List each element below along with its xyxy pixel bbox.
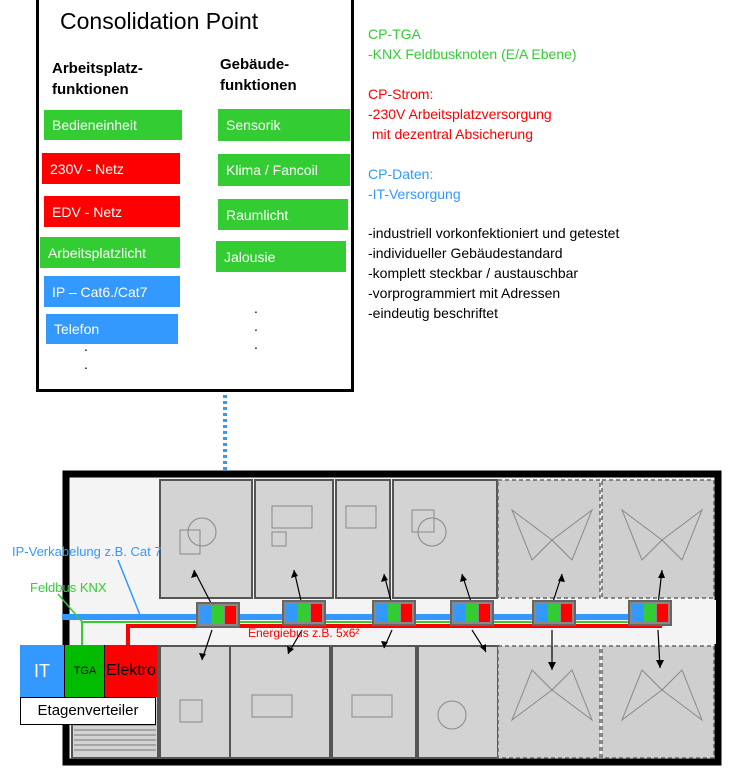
- continuation-dot: .: [254, 300, 258, 316]
- note-strom-title: CP-Strom:: [368, 86, 434, 102]
- ip-cabling-label: IP-Verkabelung z.B. Cat 7: [12, 544, 162, 559]
- note-daten-title: CP-Daten:: [368, 166, 434, 182]
- function-box-bedieneinheit: Bedieneinheit: [44, 110, 182, 140]
- consolidation-point-unit: [450, 600, 494, 626]
- function-box-telefon: Telefon: [46, 314, 178, 344]
- right-heading-line2: funktionen: [220, 77, 297, 94]
- left-heading-line1: Arbeitsplatz-: [52, 60, 143, 77]
- elektro-cabinet: Elektro: [104, 645, 157, 697]
- note-daten: CP-Daten: -IT-Versorgung: [368, 164, 461, 204]
- note-strom-line1: -230V Arbeitsplatzversorgung: [368, 106, 552, 122]
- function-box-edv: EDV - Netz: [44, 196, 180, 227]
- function-box-ip: IP – Cat6./Cat7: [44, 276, 180, 307]
- function-box-klima: Klima / Fancoil: [218, 154, 350, 186]
- function-box-raumlicht: Raumlicht: [218, 199, 348, 230]
- note-tga-title: CP-TGA: [368, 26, 421, 42]
- note-tga: CP-TGA -KNX Feldbusknoten (E/A Ebene): [368, 24, 577, 64]
- function-box-arbeitsplatzlicht: Arbeitsplatzlicht: [40, 237, 180, 268]
- function-box-230v: 230V - Netz: [42, 153, 180, 184]
- energy-bus-label: Energiebus z.B. 5x6²: [248, 626, 360, 640]
- note-feature-item: -vorprogrammiert mit Adressen: [368, 285, 561, 301]
- knx-bus-label: Feldbus KNX: [30, 580, 107, 595]
- consolidation-point-unit: [372, 600, 416, 626]
- note-feature-item: -individueller Gebäudestandard: [368, 245, 563, 261]
- note-feature-list: -industriell vorkonfektioniert und getes…: [368, 223, 619, 323]
- floor-plan: Energiebus z.B. 5x6²: [62, 470, 722, 766]
- consolidation-point-unit: [282, 600, 326, 626]
- continuation-dot: .: [84, 338, 88, 354]
- note-feature-item: -eindeutig beschriftet: [368, 305, 498, 321]
- consolidation-point-unit: [196, 602, 240, 628]
- note-daten-line: -IT-Versorgung: [368, 186, 461, 202]
- knx-pointer-line: [57, 593, 83, 623]
- right-heading-line1: Gebäude-: [220, 56, 290, 73]
- etagenverteiler-label: Etagenverteiler: [20, 697, 156, 725]
- continuation-dot: .: [254, 318, 258, 334]
- left-column-heading: Arbeitsplatz- funktionen: [52, 58, 143, 100]
- note-feature-item: -komplett steckbar / austauschbar: [368, 265, 579, 281]
- it-cabinet: IT: [20, 645, 64, 697]
- continuation-dot: .: [254, 336, 258, 352]
- tga-cabinet: TGA: [64, 645, 105, 697]
- function-box-jalousie: Jalousie: [216, 241, 346, 272]
- consolidation-point-unit: [628, 600, 672, 626]
- note-tga-line: -KNX Feldbusknoten (E/A Ebene): [368, 46, 577, 62]
- consolidation-point-unit: [532, 600, 576, 626]
- continuation-dot: .: [84, 356, 88, 372]
- left-heading-line2: funktionen: [52, 81, 129, 98]
- ip-pointer-line: [117, 560, 141, 616]
- note-strom: CP-Strom: -230V Arbeitsplatzversorgung m…: [368, 84, 552, 144]
- note-strom-line2: mit dezentral Absicherung: [368, 126, 533, 142]
- note-feature-item: -industriell vorkonfektioniert und getes…: [368, 225, 620, 241]
- consolidation-title: Consolidation Point: [60, 8, 259, 34]
- label-pointer-lines: [57, 560, 141, 623]
- right-column-heading: Gebäude- funktionen: [220, 54, 297, 96]
- function-box-sensorik: Sensorik: [218, 109, 350, 141]
